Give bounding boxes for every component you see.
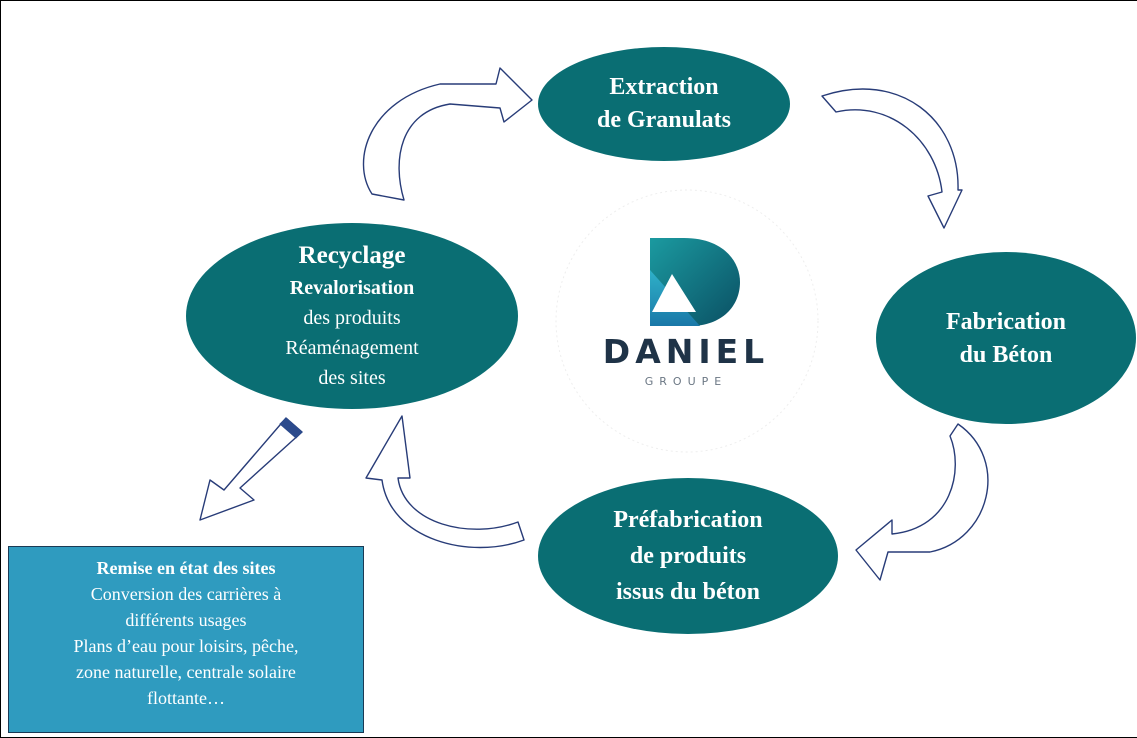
remise-line4: zone naturelle, centrale solaire	[76, 662, 296, 682]
cycle-arrow-icon	[365, 415, 525, 549]
node-recyclage-line5: des sites	[318, 367, 386, 389]
node-prefab-line1: Préfabrication	[613, 507, 763, 533]
node-extraction-line2: de Granulats	[596, 106, 731, 133]
remise-box: Remise en état des sites Conversion des …	[8, 546, 364, 733]
node-prefab-line2: de produits	[629, 543, 747, 569]
node-recyclage: Recyclage Revalorisation des produits Ré…	[186, 223, 518, 409]
remise-line3: Plans d’eau pour loisirs, pêche,	[73, 636, 299, 656]
ellipse-extraction	[538, 47, 790, 161]
ellipse-prefab	[538, 478, 838, 634]
down-left-arrow-icon	[199, 417, 303, 521]
remise-line1: Conversion des carrières à	[90, 584, 282, 604]
daniel-logo-icon	[650, 238, 740, 326]
node-extraction: Extraction de Granulats	[538, 47, 790, 160]
ellipse-fabrication	[876, 252, 1136, 424]
node-recyclage-line4: Réaménagement	[285, 337, 419, 359]
node-recyclage-line3: des produits	[303, 307, 401, 329]
cycle-arrow-icon	[821, 88, 963, 229]
logo-subtitle: GROUPE	[644, 375, 728, 388]
node-fabrication-line2: du Béton	[959, 341, 1053, 368]
cycle-arrow-icon	[855, 423, 989, 581]
node-recyclage-line2: Revalorisation	[289, 277, 415, 299]
remise-line2: différents usages	[125, 610, 247, 630]
node-prefab: Préfabrication de produits issus du béto…	[538, 478, 838, 634]
logo-wordmark: DANIEL	[602, 332, 770, 371]
node-prefab-line3: issus du béton	[615, 579, 761, 605]
node-extraction-line1: Extraction	[609, 73, 719, 100]
node-fabrication: Fabrication du Béton	[876, 252, 1136, 425]
cycle-arrow-icon	[362, 67, 533, 201]
node-recyclage-line1: Recyclage	[298, 242, 406, 269]
node-fabrication-line1: Fabrication	[946, 308, 1066, 335]
remise-line5: flottante…	[147, 688, 225, 708]
ellipse-recyclage	[186, 223, 518, 409]
arrow-cap	[279, 417, 303, 439]
remise-title: Remise en état des sites	[96, 558, 276, 578]
